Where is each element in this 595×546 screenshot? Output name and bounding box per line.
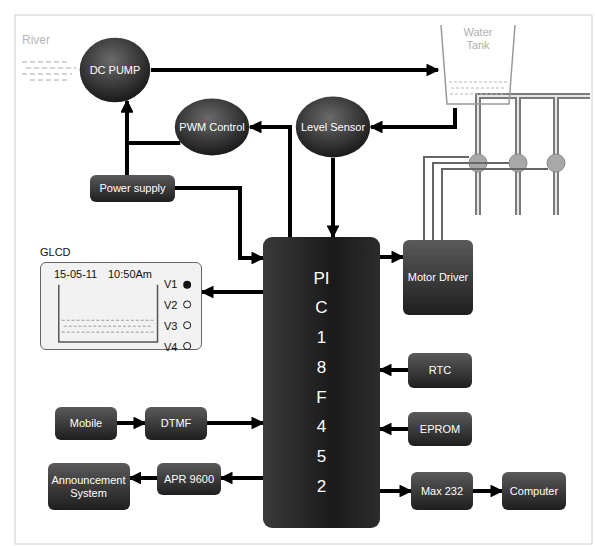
arrow-connector: [117, 421, 145, 425]
mobile-box: Mobile: [55, 407, 117, 440]
river-water: [22, 62, 76, 80]
label-area: RTC: [408, 353, 472, 388]
pipe-network: [469, 96, 590, 215]
node-label: Max 232: [421, 485, 463, 498]
driver-box: Motor Driver: [403, 240, 473, 315]
tank-icon: [59, 285, 158, 342]
node-label: PIC18F452: [313, 264, 330, 502]
voice-chip-box: APR 9600: [157, 463, 221, 495]
region-label: River: [22, 34, 50, 48]
frame: [15, 15, 592, 544]
node-label: Announcement System: [48, 474, 130, 499]
computer-box: Computer: [502, 472, 566, 510]
valve-label: V2: [164, 299, 177, 312]
label-area: PWM Control: [174, 98, 250, 156]
valve-off-dot: [184, 322, 191, 329]
label-area: PIC18F452: [263, 237, 380, 528]
arrow-connector: [371, 108, 455, 127]
arrow-connector: [151, 68, 438, 72]
label-area: Power supply: [90, 175, 175, 202]
arrow-connector: [380, 489, 411, 493]
circle-fill: [80, 38, 151, 103]
node-label: Motor Driver: [408, 271, 469, 284]
node-label: RTC: [429, 364, 451, 377]
label-area: Announcement System: [48, 463, 130, 510]
node-label: Water Tank: [456, 26, 500, 51]
arrow-connector: [221, 476, 263, 480]
label-area: Motor Driver: [403, 240, 473, 315]
label-area: EPROM: [408, 412, 472, 446]
label-area: DTMF: [145, 407, 207, 440]
arrow-connector: [207, 421, 263, 425]
label-area: Level Sensor: [295, 96, 371, 158]
label-area: Computer: [502, 472, 566, 510]
label-area: Max 232: [411, 472, 473, 510]
sensor-circle: Level Sensor: [295, 96, 371, 158]
max232-box: Max 232: [411, 472, 473, 510]
valve-off-dot: [184, 301, 191, 308]
arrow-connector: [380, 255, 403, 259]
pwm-circle: PWM Control: [174, 98, 250, 156]
node-label: APR 9600: [164, 473, 214, 486]
speaker-box: Announcement System: [48, 463, 130, 510]
arrow-connector: [331, 158, 335, 237]
arrow-connector: [473, 489, 502, 493]
valve-wires: [424, 157, 548, 240]
eprom-box: EPROM: [408, 412, 472, 446]
arrow-connector: [175, 188, 263, 258]
pump-circle: DC PUMP: [79, 37, 151, 103]
valve-label: V3: [164, 320, 177, 333]
label-area: Water Tank: [438, 22, 518, 108]
label-area: Mobile: [55, 407, 117, 440]
node-label: EPROM: [420, 423, 460, 436]
circle-fill: [296, 97, 370, 158]
node-label: DTMF: [161, 417, 192, 430]
mcu-box: PIC18F452: [263, 237, 380, 528]
arrow-connector: [130, 476, 158, 480]
node-label: Power supply: [99, 182, 165, 195]
label-area: APR 9600: [157, 463, 221, 495]
valve-off-dot: [184, 342, 191, 349]
arrow-connector: [202, 290, 263, 294]
node-label: Level Sensor: [301, 121, 365, 134]
dtmf-box: DTMF: [145, 407, 207, 440]
display-title: GLCD: [40, 246, 71, 259]
arrow-connector: [380, 368, 408, 372]
water-tank: Water Tank: [438, 22, 518, 108]
arrow-connector: [250, 127, 290, 237]
label-area: DC PUMP: [79, 37, 151, 103]
tank-icon-water: [62, 320, 155, 332]
circle-fill: [175, 99, 249, 156]
arrow-connector: [127, 101, 180, 143]
tank-water: [449, 82, 507, 94]
power-box: Power supply: [90, 175, 175, 202]
glcd-display: GLCD15-05-1110:50AmV1V2V3V4: [40, 246, 202, 350]
rtc-box: RTC: [408, 353, 472, 388]
valve-label: V1: [164, 278, 177, 291]
valve-on-dot: [183, 281, 191, 289]
node-label: Computer: [510, 485, 558, 498]
arrow-connector: [380, 427, 408, 431]
tank-wall: [441, 25, 515, 104]
node-label: PWM Control: [179, 121, 244, 134]
display-time: 15-05-11: [54, 268, 97, 281]
node-label: Mobile: [70, 417, 102, 430]
display-time: 10:50Am: [108, 268, 152, 281]
valve-label: V4: [164, 341, 177, 354]
node-label: DC PUMP: [90, 64, 141, 77]
